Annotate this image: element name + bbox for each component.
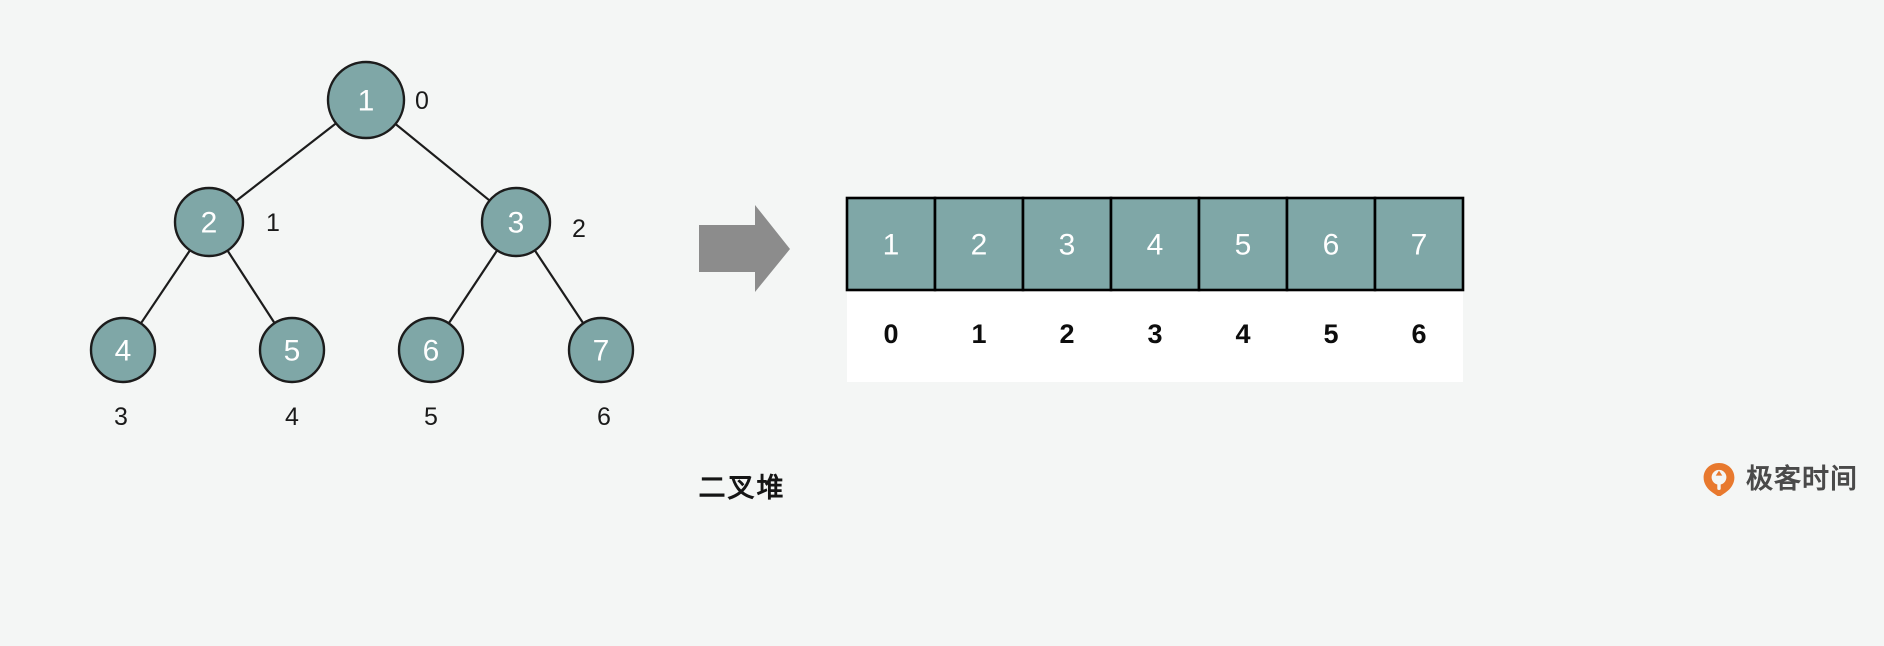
tree-node-index-label: 0: [415, 87, 429, 115]
tree-edge: [447, 249, 499, 324]
brand-logo: 极客时间: [1702, 462, 1858, 497]
array-cell-box: [1197, 196, 1289, 292]
array-cell-6[interactable]: 7: [1373, 196, 1465, 292]
tree-node-4[interactable]: 4: [89, 316, 157, 384]
array-cell-box: [845, 196, 937, 292]
tree-node-circle: [173, 186, 245, 258]
tree-node-value: 6: [423, 335, 440, 368]
tree-node-index-label: 4: [285, 403, 299, 431]
tree-edge: [226, 249, 276, 324]
tree-node-6[interactable]: 6: [397, 316, 465, 384]
arrow-right-icon: [699, 205, 790, 292]
array-cell-box: [1021, 196, 1113, 292]
array-index-label: 6: [1411, 319, 1426, 349]
array-cell-value: 1: [883, 229, 900, 262]
array-index-label: 3: [1147, 319, 1162, 349]
tree-node-value: 7: [593, 335, 610, 368]
array-cell-box: [1109, 196, 1201, 292]
tree-node-circle: [567, 316, 635, 384]
tree-node-value: 5: [284, 335, 301, 368]
figure-caption: 二叉堆: [698, 473, 786, 504]
tree-edge: [394, 123, 491, 202]
array-cell-box: [1285, 196, 1377, 292]
tree-node-circle: [89, 316, 157, 384]
tree-node-value: 2: [201, 207, 218, 240]
array-index-label: 4: [1235, 319, 1250, 349]
tree-node-7[interactable]: 7: [567, 316, 635, 384]
array-index-label: 0: [883, 319, 898, 349]
tree-edge: [139, 249, 191, 325]
array-cell-5[interactable]: 6: [1285, 196, 1377, 292]
tree-node-index-label: 1: [266, 209, 280, 237]
tree-node-circle: [397, 316, 465, 384]
tree-node-index-label: 3: [114, 403, 128, 431]
array-cell-box: [933, 196, 1025, 292]
array-cell-2[interactable]: 3: [1021, 196, 1113, 292]
tree-node-circle: [326, 60, 406, 140]
brand-logo-text: 极客时间: [1746, 463, 1858, 495]
tree-node-circle: [258, 316, 326, 384]
geektime-mark-icon: [1702, 462, 1736, 497]
tree-edge: [533, 249, 585, 324]
array-cell-box: [1373, 196, 1465, 292]
array-cell-3[interactable]: 4: [1109, 196, 1201, 292]
tree-node-1[interactable]: 1: [326, 60, 406, 140]
tree-node-2[interactable]: 2: [173, 186, 245, 258]
array-cell-value: 6: [1323, 229, 1340, 262]
array-index-strip: [847, 290, 1463, 382]
array-cell-1[interactable]: 2: [933, 196, 1025, 292]
array-cell-value: 5: [1235, 229, 1252, 262]
array-index-label: 1: [971, 319, 986, 349]
tree-edge: [235, 122, 337, 203]
tree-node-index-label: 6: [597, 403, 611, 431]
array-cell-4[interactable]: 5: [1197, 196, 1289, 292]
array-cell-value: 2: [971, 229, 988, 262]
tree-node-value: 4: [115, 335, 132, 368]
tree-node-index-label: 5: [424, 403, 438, 431]
tree-node-circle: [480, 186, 552, 258]
array-index-label: 2: [1059, 319, 1074, 349]
tree-node-5[interactable]: 5: [258, 316, 326, 384]
array-index-label: 5: [1323, 319, 1338, 349]
array-cell-value: 7: [1411, 229, 1428, 262]
tree-node-3[interactable]: 3: [480, 186, 552, 258]
tree-node-index-label: 2: [572, 215, 586, 243]
array-cell-value: 4: [1147, 229, 1164, 262]
tree-node-value: 3: [508, 207, 525, 240]
tree-node-value: 1: [358, 85, 375, 118]
array-cell-0[interactable]: 1: [845, 196, 937, 292]
array-cell-value: 3: [1059, 229, 1076, 262]
